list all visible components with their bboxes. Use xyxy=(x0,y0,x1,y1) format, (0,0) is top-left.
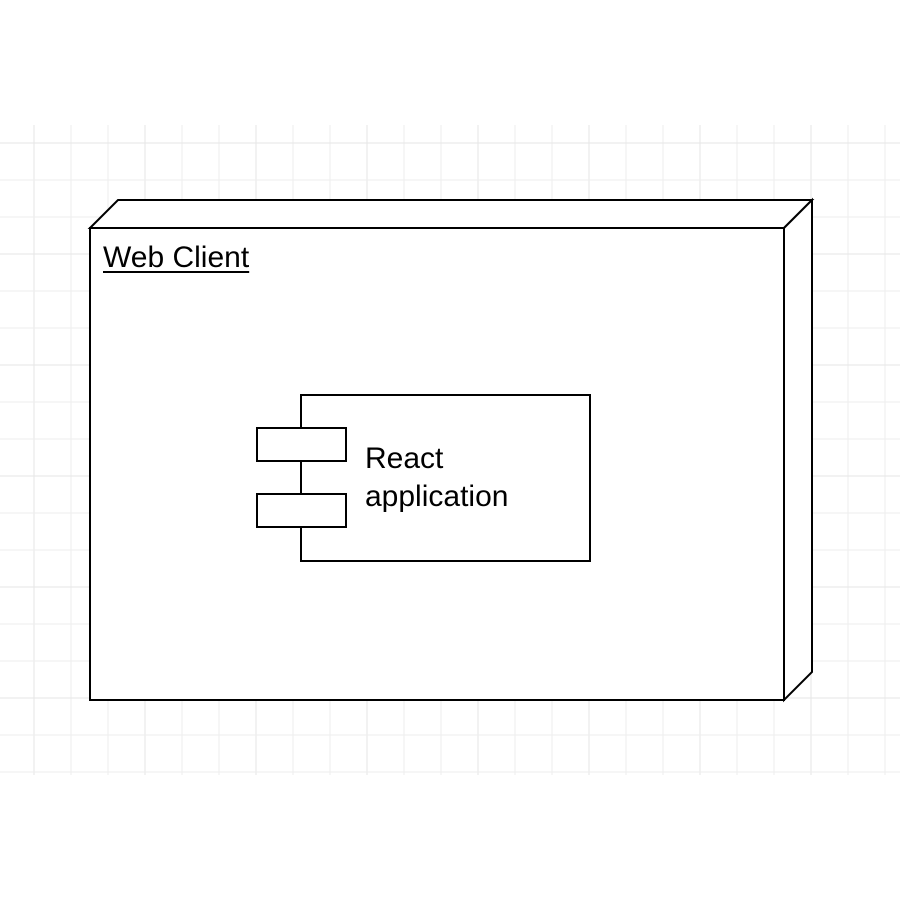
component-port-top xyxy=(256,427,347,462)
component-body xyxy=(300,394,591,562)
component-label: React application xyxy=(365,440,508,516)
component-label-line-1: React xyxy=(365,442,444,475)
component-port-bottom xyxy=(256,493,347,528)
node-side-face xyxy=(783,197,813,703)
component-label-line-2: application xyxy=(365,480,509,513)
node-title: Web Client xyxy=(103,241,250,274)
node-top-face xyxy=(87,199,815,229)
component-box[interactable] xyxy=(256,394,591,562)
